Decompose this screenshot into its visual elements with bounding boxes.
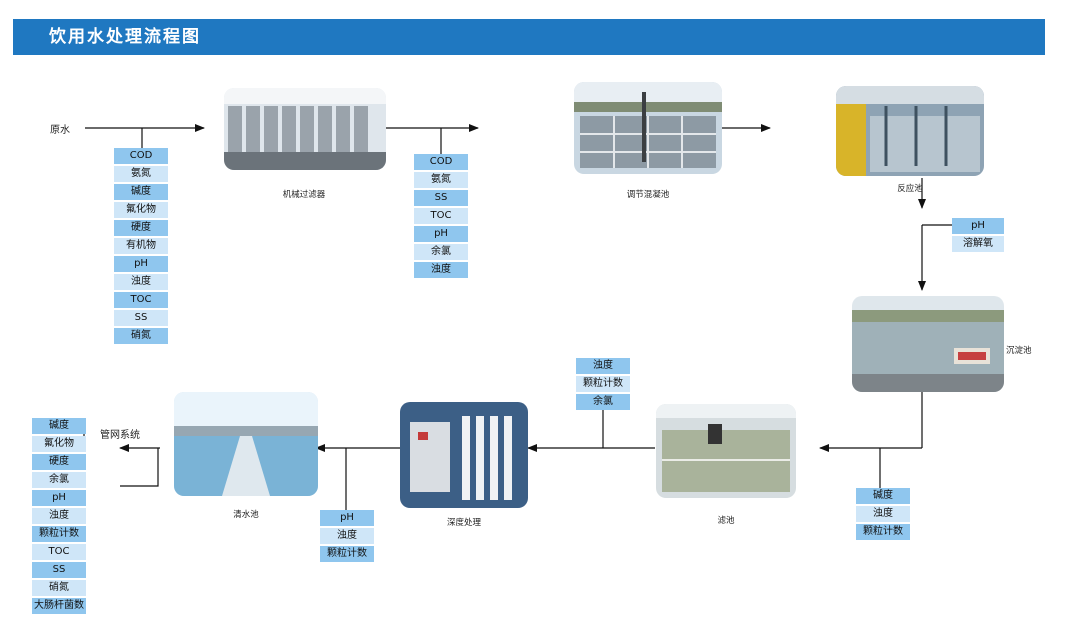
stage-label-deep-treatment: 深度处理 bbox=[446, 518, 481, 528]
param-cell: 硝氮 bbox=[32, 580, 86, 596]
stage-photo-clear-water-tank bbox=[174, 392, 318, 496]
stage-photo-coagulation-tank bbox=[574, 82, 722, 174]
param-cell: SS bbox=[32, 562, 86, 578]
param-cell: 氟化物 bbox=[114, 202, 168, 218]
param-box-raw-water: COD 氨氮碱度氟化物硬度有机物 pH 浊度 TOC SS 硝氮 bbox=[114, 148, 168, 346]
param-box-outlet: 碱度氟化物硬度余氯 pH 浊度颗粒计数 TOC SS 硝氮大肠杆菌数 bbox=[32, 418, 86, 616]
param-cell: 余氯 bbox=[576, 394, 630, 410]
param-cell: pH bbox=[320, 510, 374, 526]
param-cell: TOC bbox=[414, 208, 468, 224]
param-cell: COD bbox=[114, 148, 168, 164]
param-cell: pH bbox=[32, 490, 86, 506]
param-cell: 余氯 bbox=[32, 472, 86, 488]
param-cell: TOC bbox=[114, 292, 168, 308]
flow-line-clear-tank-out bbox=[120, 448, 159, 487]
param-cell: 浊度 bbox=[114, 274, 168, 290]
param-cell: 颗粒计数 bbox=[32, 526, 86, 542]
param-cell: 颗粒计数 bbox=[856, 524, 910, 540]
param-cell: 碱度 bbox=[114, 184, 168, 200]
param-cell: 浊度 bbox=[32, 508, 86, 524]
param-cell: 余氯 bbox=[414, 244, 468, 260]
stage-label-mechanical-filter: 机械过滤器 bbox=[282, 190, 326, 200]
param-cell: pH bbox=[952, 218, 1004, 234]
param-box-after-reaction: pH 溶解氧 bbox=[952, 218, 1004, 254]
param-cell: 氨氮 bbox=[114, 166, 168, 182]
param-cell: 有机物 bbox=[114, 238, 168, 254]
stage-photo-filter-tank bbox=[656, 404, 796, 498]
param-box-after-deep: pH 浊度颗粒计数 bbox=[320, 510, 374, 564]
param-cell: pH bbox=[414, 226, 468, 242]
param-cell: 浊度 bbox=[856, 506, 910, 522]
param-cell: 氨氮 bbox=[414, 172, 468, 188]
param-cell: 溶解氧 bbox=[952, 236, 1004, 252]
page-title: 饮用水处理流程图 bbox=[49, 27, 201, 47]
param-cell: 碱度 bbox=[32, 418, 86, 434]
param-cell: 碱度 bbox=[856, 488, 910, 504]
stage-photo-sedimentation-tank bbox=[852, 296, 1004, 392]
param-cell: 浊度 bbox=[320, 528, 374, 544]
stage-photo-deep-treatment bbox=[400, 402, 528, 508]
raw-water-label: 原水 bbox=[50, 125, 70, 136]
param-cell: 硝氮 bbox=[114, 328, 168, 344]
stage-label-reaction-tank: 反应池 bbox=[897, 184, 923, 194]
network-label: 管网系统 bbox=[100, 430, 140, 441]
param-cell: 大肠杆菌数 bbox=[32, 598, 86, 614]
header-bar: 饮用水处理流程图 bbox=[13, 19, 1045, 55]
param-cell: TOC bbox=[32, 544, 86, 560]
param-cell: pH bbox=[114, 256, 168, 272]
stage-photo-mechanical-filter bbox=[224, 88, 386, 170]
stage-label-filter-tank: 滤池 bbox=[717, 516, 735, 526]
param-box-after-sedimentation: 碱度浊度颗粒计数 bbox=[856, 488, 910, 542]
stage-label-coagulation-tank: 调节混凝池 bbox=[626, 190, 670, 200]
param-cell: 浊度 bbox=[414, 262, 468, 278]
param-cell: COD bbox=[414, 154, 468, 170]
stage-label-sedimentation-tank: 沉淀池 bbox=[1006, 346, 1032, 356]
param-cell: 颗粒计数 bbox=[576, 376, 630, 392]
param-cell: 硬度 bbox=[114, 220, 168, 236]
stage-label-clear-water-tank: 清水池 bbox=[233, 510, 259, 520]
param-box-after-filter: COD 氨氮 SS TOC pH 余氯浊度 bbox=[414, 154, 468, 280]
stage-photo-reaction-tank bbox=[836, 86, 984, 176]
param-cell: SS bbox=[414, 190, 468, 206]
param-cell: 浊度 bbox=[576, 358, 630, 374]
param-box-after-filter-tank: 浊度颗粒计数余氯 bbox=[576, 358, 630, 412]
param-cell: SS bbox=[114, 310, 168, 326]
param-cell: 氟化物 bbox=[32, 436, 86, 452]
param-cell: 颗粒计数 bbox=[320, 546, 374, 562]
param-cell: 硬度 bbox=[32, 454, 86, 470]
